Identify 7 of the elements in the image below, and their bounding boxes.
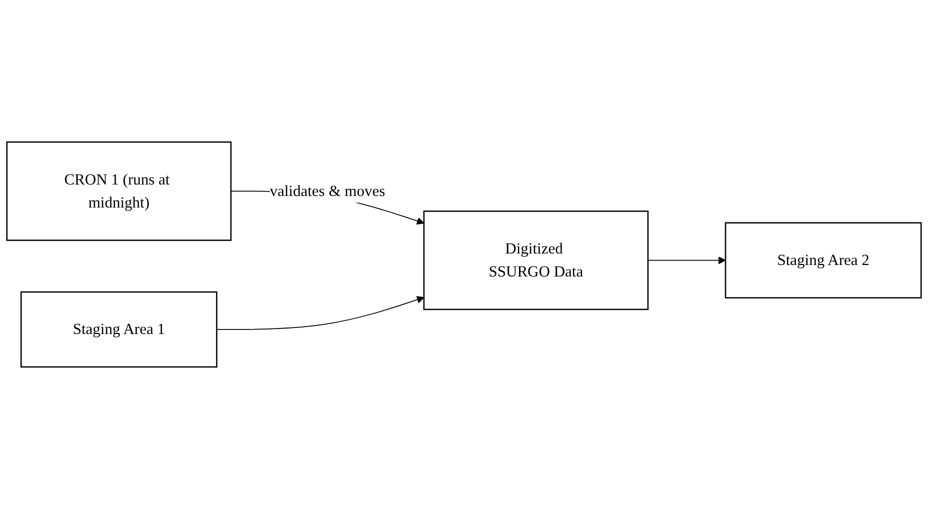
edge-label: validates & moves: [270, 182, 386, 200]
node-box: Digitized SSURGO Data: [423, 210, 649, 310]
arrow: [648, 256, 726, 264]
node-box: Staging Area 1: [20, 291, 218, 368]
arrow: [216, 296, 424, 330]
node-box: Staging Area 2: [724, 222, 922, 298]
node-box: CRON 1 (runs at midnight): [6, 141, 232, 241]
